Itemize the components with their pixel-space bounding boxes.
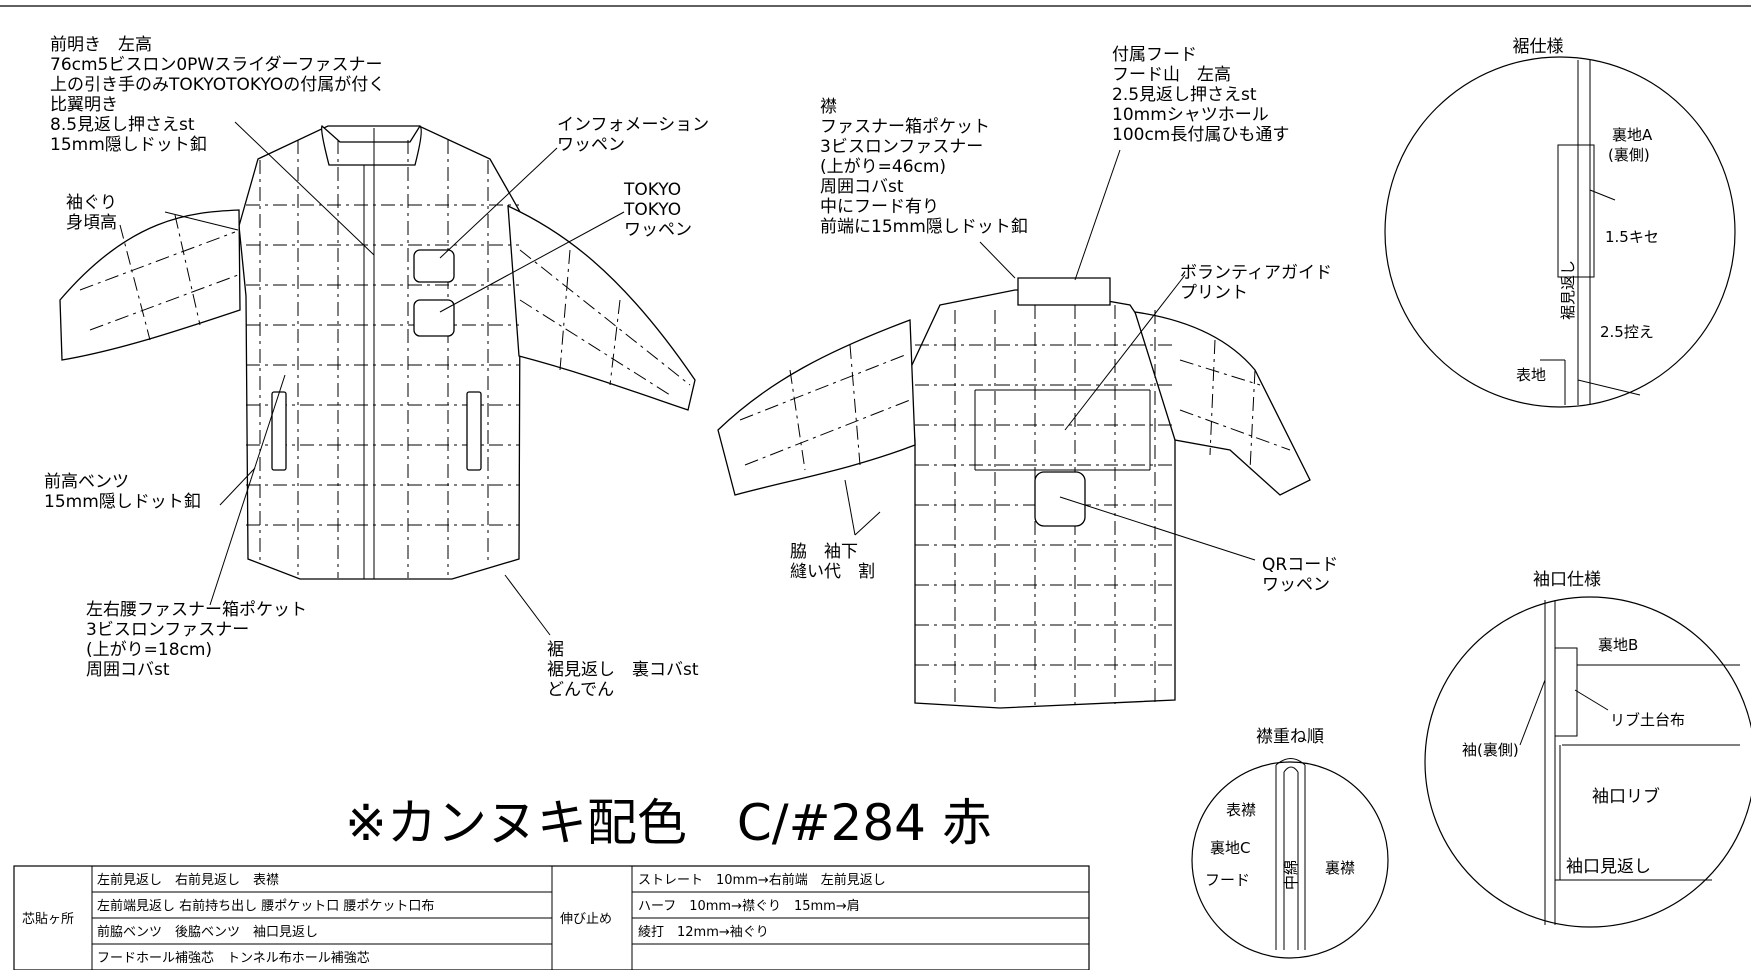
hem-label: 裾 裾見返し 裏コバst どんでん — [547, 640, 704, 700]
stay-tape-row: 綾打 12mm→袖ぐり — [638, 924, 769, 940]
cuff-detail-circle: 袖口仕様 裏地B リブ土台布 袖(裏側) 袖口リブ 袖口見返し — [1424, 570, 1751, 928]
hem-detail-title: 裾仕様 — [1513, 37, 1564, 57]
front-darts-label: 前高ベンツ 15mm隠しドット釦 — [44, 472, 201, 512]
collar-hood-label: フード — [1205, 871, 1250, 889]
omote-label: 表地 — [1516, 366, 1546, 384]
volunteer-print-label: ボランティアガイド プリント — [1180, 263, 1337, 303]
front-garment-drawing — [59, 124, 696, 580]
interlining-row: 前脇ベンツ 後脇ベンツ 袖口見返し — [97, 924, 318, 940]
sleeve-back-label: 袖(裏側) — [1462, 741, 1519, 759]
stay-tape-row: ハーフ 10mm→襟ぐり 15mm→肩 — [638, 898, 860, 914]
qr-patch-label: QRコード ワッペン — [1262, 555, 1344, 595]
side-seam-label: 脇 袖下 縫い代 割 — [790, 542, 875, 582]
hood-label: 付属フード フード山 左高 2.5見返し押さえst 10mmシャツホール 100… — [1112, 45, 1289, 145]
stay-tape-row: ストレート 10mm→右前端 左前見返し — [638, 872, 886, 888]
hem-detail-circle: 裾仕様 裏地A (裏側) 1.5キセ 2.5控え 表地 裾見返し — [1384, 37, 1736, 408]
waist-pocket-label: 左右腰ファスナー箱ポケット 3ビスロンファスナー (上がり=18cm) 周囲コバ… — [86, 600, 312, 680]
interlining-row: 左前端見返し 右前持ち出し 腰ポケット口 腰ポケット口布 — [97, 898, 434, 914]
interlining-row: フードホール補強芯 トンネル布ホール補強芯 — [97, 951, 370, 966]
cuff-facing-label: 袖口見返し — [1566, 857, 1651, 877]
cuff-detail-title: 袖口仕様 — [1533, 570, 1601, 590]
collar-order-title: 襟重ね順 — [1256, 727, 1324, 747]
tokyo-patch-label: TOKYO TOKYO ワッペン — [623, 180, 692, 240]
armhole-label: 袖ぐり 身頃高 — [66, 193, 122, 233]
info-patch-label: インフォメーション ワッペン — [557, 115, 715, 155]
kise-label: 1.5キセ — [1605, 228, 1659, 246]
lining-a-label: 裏地A (裏側) — [1608, 126, 1657, 164]
spec-table: 芯貼ヶ所 左前見返し 右前見返し 表襟 左前端見返し 右前持ち出し 腰ポケット口… — [13, 865, 1090, 970]
collar-label: 襟 ファスナー箱ポケット 3ビスロンファスナー (上がり=46cm) 周囲コバs… — [820, 97, 1028, 237]
stay-tape-header: 伸び止め — [560, 912, 612, 927]
leader-lines — [164, 121, 1256, 636]
back-garment-drawing — [717, 277, 1311, 709]
lining-c-label: 裏地C — [1210, 839, 1250, 857]
hikae-label: 2.5控え — [1600, 323, 1654, 341]
interlining-row: 左前見返し 右前見返し 表襟 — [97, 872, 279, 888]
cuff-rib-label: 袖口リブ — [1592, 786, 1660, 807]
lining-b-label: 裏地B — [1598, 636, 1638, 654]
susomikaeshi-label: 裾見返し — [1559, 260, 1577, 320]
nakawata-label: 中綿 — [1282, 860, 1300, 890]
ura-eri-label: 裏襟 — [1325, 859, 1355, 877]
rib-base-label: リブ土台布 — [1610, 711, 1685, 729]
collar-order-circle: 襟重ね順 表襟 裏地C フード 裏襟 中綿 — [1191, 727, 1389, 959]
interlining-header: 芯貼ヶ所 — [22, 912, 74, 927]
omote-eri-label: 表襟 — [1226, 801, 1256, 819]
front-opening-label: 前明き 左高 76cm5ビスロン0PWスライダーファスナー 上の引き手のみTOK… — [50, 35, 391, 155]
bartack-color-note: ※カンヌキ配色 C/#284 赤 — [345, 794, 992, 852]
